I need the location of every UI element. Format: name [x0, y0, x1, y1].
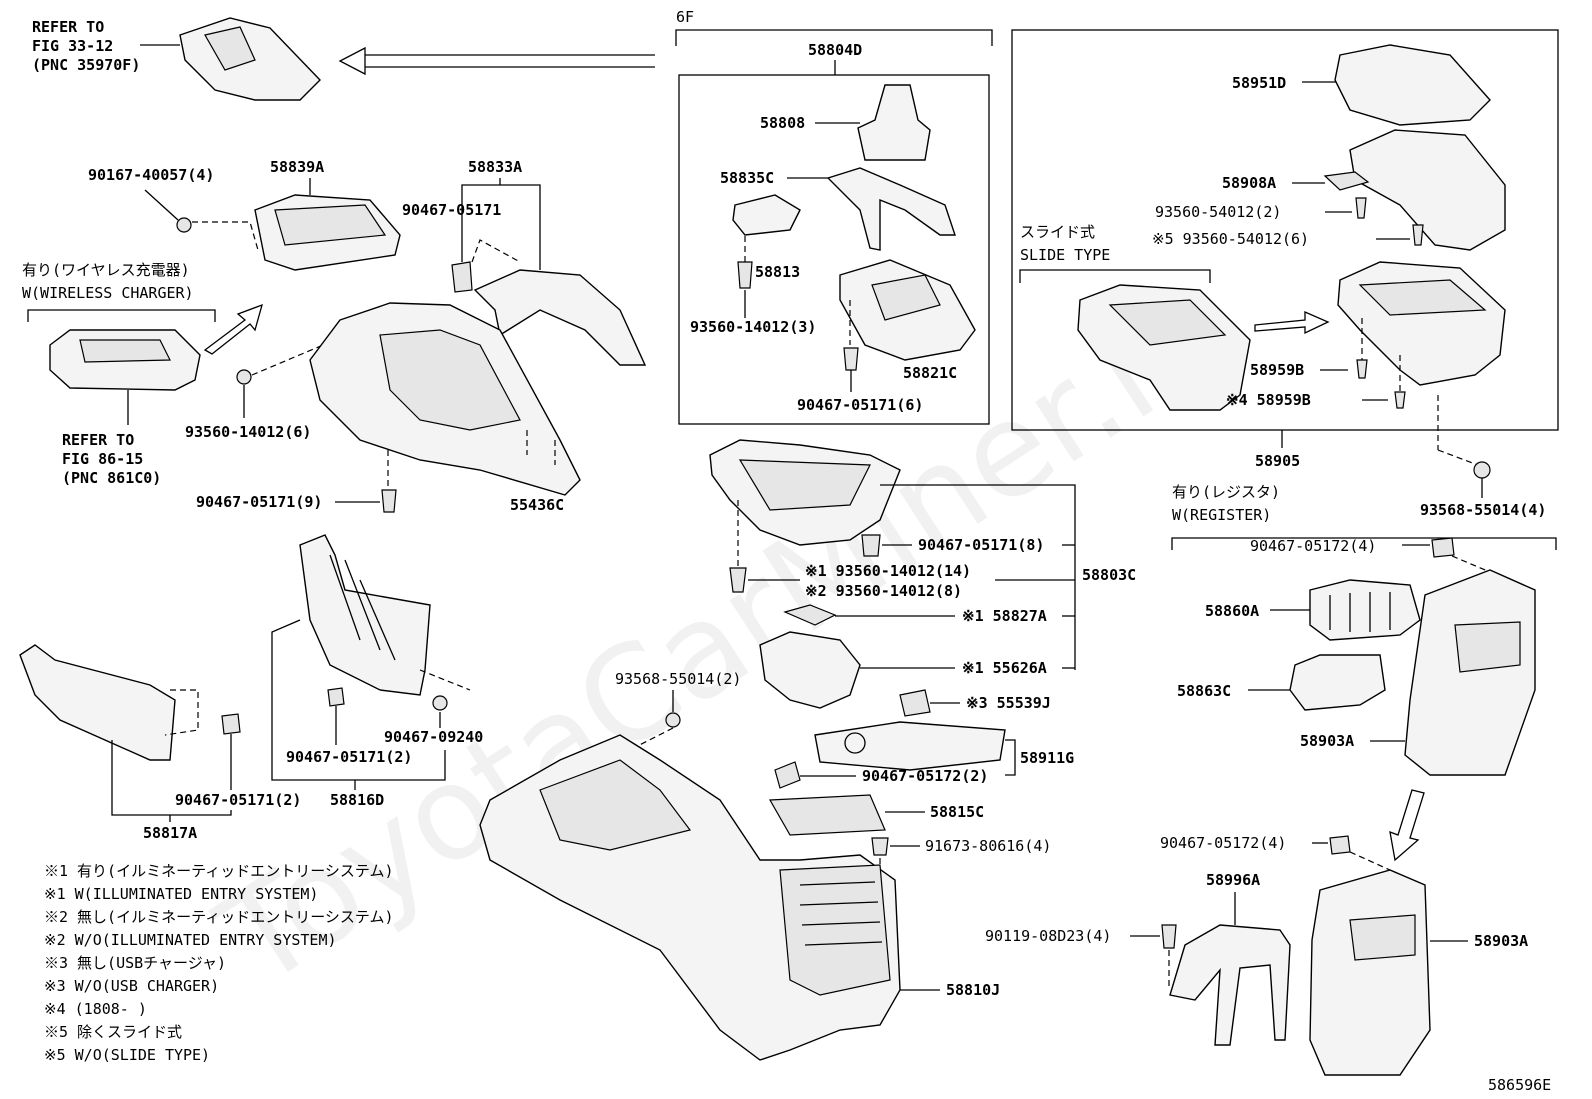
- label-58808: 58808: [760, 114, 805, 132]
- note-5-en: ※5 W/O(SLIDE TYPE): [44, 1046, 210, 1064]
- rear-cover-58903A-top: [1404, 569, 1536, 776]
- label-55539J: ※3 55539J: [966, 694, 1051, 712]
- label-90167-40057-4: 90167-40057(4): [88, 166, 214, 184]
- label-93568-55014-4: 93568-55014(4): [1420, 501, 1546, 519]
- label-58839A: 58839A: [270, 158, 324, 176]
- console-side-panel: [473, 269, 647, 366]
- label-58860A: 58860A: [1205, 602, 1259, 620]
- note-2-en: ※2 W/O(ILLUMINATED ENTRY SYSTEM): [44, 931, 337, 949]
- label-93560-14012-14: ※1 93560-14012(14): [805, 562, 971, 580]
- label-58817A: 58817A: [143, 824, 197, 842]
- label-58863C: 58863C: [1177, 682, 1231, 700]
- rear-register-group: 有り(レジスタ) W(REGISTER) 90467-05172(4) 5886…: [985, 483, 1557, 1076]
- label-58813: 58813: [755, 263, 800, 281]
- note-2-jp: ※2 無し(イルミネーティッドエントリーシステム): [44, 908, 393, 926]
- side-covers: 90467-09240 90467-05171(2) 58816D 90467-…: [19, 534, 483, 842]
- wireless-jp: 有り(ワイヤレス充電器): [22, 261, 190, 279]
- refer-charger-line2: FIG 86-15: [62, 450, 143, 468]
- label-90119-08D23-4: 90119-08D23(4): [985, 927, 1111, 945]
- bracket-58996A: [1169, 924, 1291, 1046]
- refer-fig-33-12: REFER TO FIG 33-12 (PNC 35970F): [32, 17, 321, 101]
- register-jp: 有り(レジスタ): [1172, 483, 1280, 501]
- label-58903A-a: 58903A: [1300, 732, 1354, 750]
- shift-boot: [857, 84, 931, 161]
- notes-legend: ※1 有り(イルミネーティッドエントリーシステム) ※1 W(ILLUMINAT…: [44, 862, 393, 1064]
- bezel-frame: [826, 167, 956, 251]
- refer-top-line3: (PNC 35970F): [32, 56, 140, 74]
- switch-58813: [732, 194, 801, 236]
- label-90467-05171-8: 90467-05171(8): [918, 536, 1044, 554]
- slide-en: SLIDE TYPE: [1020, 246, 1110, 264]
- console-box-58810J: 93568-55014(2) 58810J: [479, 670, 1000, 1061]
- label-91673-80616-4: 91673-80616(4): [925, 837, 1051, 855]
- label-90467-05171: 90467-05171: [402, 201, 501, 219]
- mat-58815C: [768, 794, 886, 836]
- refer-charger-line1: REFER TO: [62, 431, 134, 449]
- group-58804D: 6F 58804D 58808 58835C 58813 93560-14012…: [675, 8, 993, 425]
- label-55626A: ※1 55626A: [962, 659, 1047, 677]
- label-58833A: 58833A: [468, 158, 522, 176]
- label-58951D: 58951D: [1232, 74, 1286, 92]
- cup-liner: [759, 631, 861, 709]
- armrest-group-58905: 58951D 58908A 93560-54012(2) ※5 93560-54…: [1011, 29, 1559, 519]
- label-90467-05171-6: 90467-05171(6): [797, 396, 923, 414]
- label-55436C: 55436C: [510, 496, 564, 514]
- rear-cover-58903A-bottom: [1309, 869, 1431, 1076]
- tray-58863C: [1289, 654, 1386, 711]
- refer-top-line1: REFER TO: [32, 18, 104, 36]
- register-en: W(REGISTER): [1172, 506, 1271, 524]
- rear-vent-58860A: [1309, 579, 1421, 641]
- armrest-box: [1349, 129, 1506, 251]
- label-58804D: 58804D: [808, 41, 862, 59]
- upper-left-cluster: 90167-40057(4) 58839A 58833A 90467-05171…: [22, 158, 647, 514]
- label-90467-05171-2a: 90467-05171(2): [286, 748, 412, 766]
- label-58835C: 58835C: [720, 169, 774, 187]
- label-93568-55014-2: 93568-55014(2): [615, 670, 741, 688]
- label-90467-05172-2: 90467-05172(2): [862, 767, 988, 785]
- label-58959B: 58959B: [1250, 361, 1304, 379]
- label-90467-05172-4b: 90467-05172(4): [1160, 834, 1286, 852]
- refer-top-line2: FIG 33-12: [32, 37, 113, 55]
- note-1-en: ※1 W(ILLUMINATED ENTRY SYSTEM): [44, 885, 318, 903]
- note-3-jp: ※3 無し(USBチャージャ): [44, 954, 226, 972]
- label-93560-54012-2: 93560-54012(2): [1155, 203, 1281, 221]
- cup-holder-group-58803C: 90467-05171(8) ※1 93560-14012(14) ※2 935…: [709, 439, 1136, 709]
- label-93560-14012-6: 93560-14012(6): [185, 423, 311, 441]
- label-58821C: 58821C: [903, 364, 957, 382]
- label-90467-05171-9: 90467-05171(9): [196, 493, 322, 511]
- label-58996A: 58996A: [1206, 871, 1260, 889]
- label-58803C: 58803C: [1082, 566, 1136, 584]
- note-5-jp: ※5 除くスライド式: [44, 1023, 182, 1041]
- label-93560-14012-3: 93560-14012(3): [690, 318, 816, 336]
- switch-group-58911G: ※3 55539J 58911G 90467-05172(2) 58815C 9…: [768, 689, 1074, 970]
- label-93560-14012-8: ※2 93560-14012(8): [805, 582, 962, 600]
- label-90467-05171-2b: 90467-05171(2): [175, 791, 301, 809]
- label-58959B-4: ※4 58959B: [1226, 391, 1311, 409]
- label-58816D: 58816D: [330, 791, 384, 809]
- figure-id: 586596E: [1488, 1076, 1551, 1094]
- label-58905: 58905: [1255, 452, 1300, 470]
- group-6f-label: 6F: [676, 8, 694, 26]
- switch-panel-58911G: [814, 721, 1006, 771]
- label-58908A: 58908A: [1222, 174, 1276, 192]
- side-cover-58816D: [299, 534, 431, 696]
- refer-charger-line3: (PNC 861C0): [62, 469, 161, 487]
- label-58903A-b: 58903A: [1474, 932, 1528, 950]
- label-93560-54012-6: ※5 93560-54012(6): [1152, 230, 1309, 248]
- label-58911G: 58911G: [1020, 749, 1074, 767]
- note-4: ※4 (1808- ): [44, 1000, 147, 1018]
- note-3-en: ※3 W/O(USB CHARGER): [44, 977, 219, 995]
- label-90467-05172-4a: 90467-05172(4): [1250, 537, 1376, 555]
- note-1-jp: ※1 有り(イルミネーティッドエントリーシステム): [44, 862, 393, 880]
- label-90467-09240: 90467-09240: [384, 728, 483, 746]
- slide-jp: スライド式: [1020, 223, 1095, 241]
- big-left-arrow: [338, 46, 655, 76]
- side-cover-58817A: [19, 644, 176, 761]
- wireless-en: W(WIRELESS CHARGER): [22, 284, 194, 302]
- armrest-lid: [1334, 44, 1491, 126]
- label-58815C: 58815C: [930, 803, 984, 821]
- label-58827A: ※1 58827A: [962, 607, 1047, 625]
- label-58810J: 58810J: [946, 981, 1000, 999]
